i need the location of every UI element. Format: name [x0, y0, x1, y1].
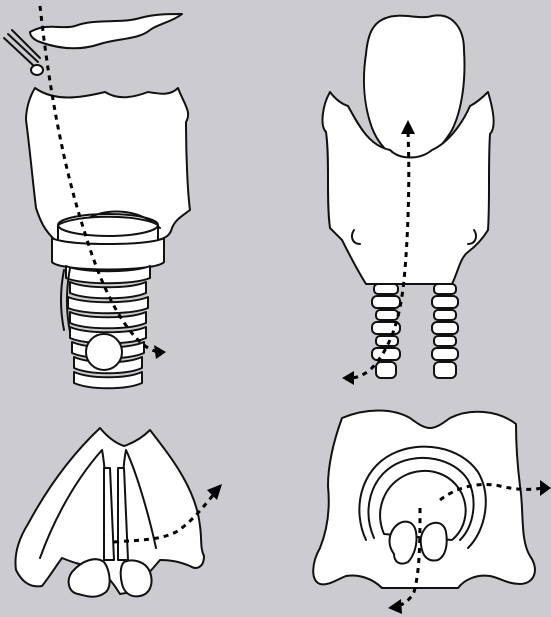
- arytenoid-pair-right: [421, 523, 447, 561]
- trachea-column-left: [372, 284, 400, 378]
- arrowhead-2-down: [342, 371, 354, 385]
- arytenoid-pair-left: [390, 522, 417, 564]
- arytenoid-left: [69, 559, 110, 597]
- arytenoid-right: [121, 560, 152, 596]
- arrowhead-4a: [540, 480, 551, 496]
- panel-larynx-trachea-lateral: [4, 6, 190, 388]
- panel-cricoid-ring: [313, 411, 551, 615]
- trachea-column-right: [432, 284, 458, 378]
- panel-vocal-folds-frame: [16, 428, 223, 597]
- arrowhead-1: [154, 345, 166, 359]
- arrowhead-4b: [388, 599, 402, 614]
- panel-larynx-split-posterior: [323, 15, 494, 385]
- tracheal-opening: [86, 334, 122, 370]
- hyoid-bone: [30, 14, 182, 48]
